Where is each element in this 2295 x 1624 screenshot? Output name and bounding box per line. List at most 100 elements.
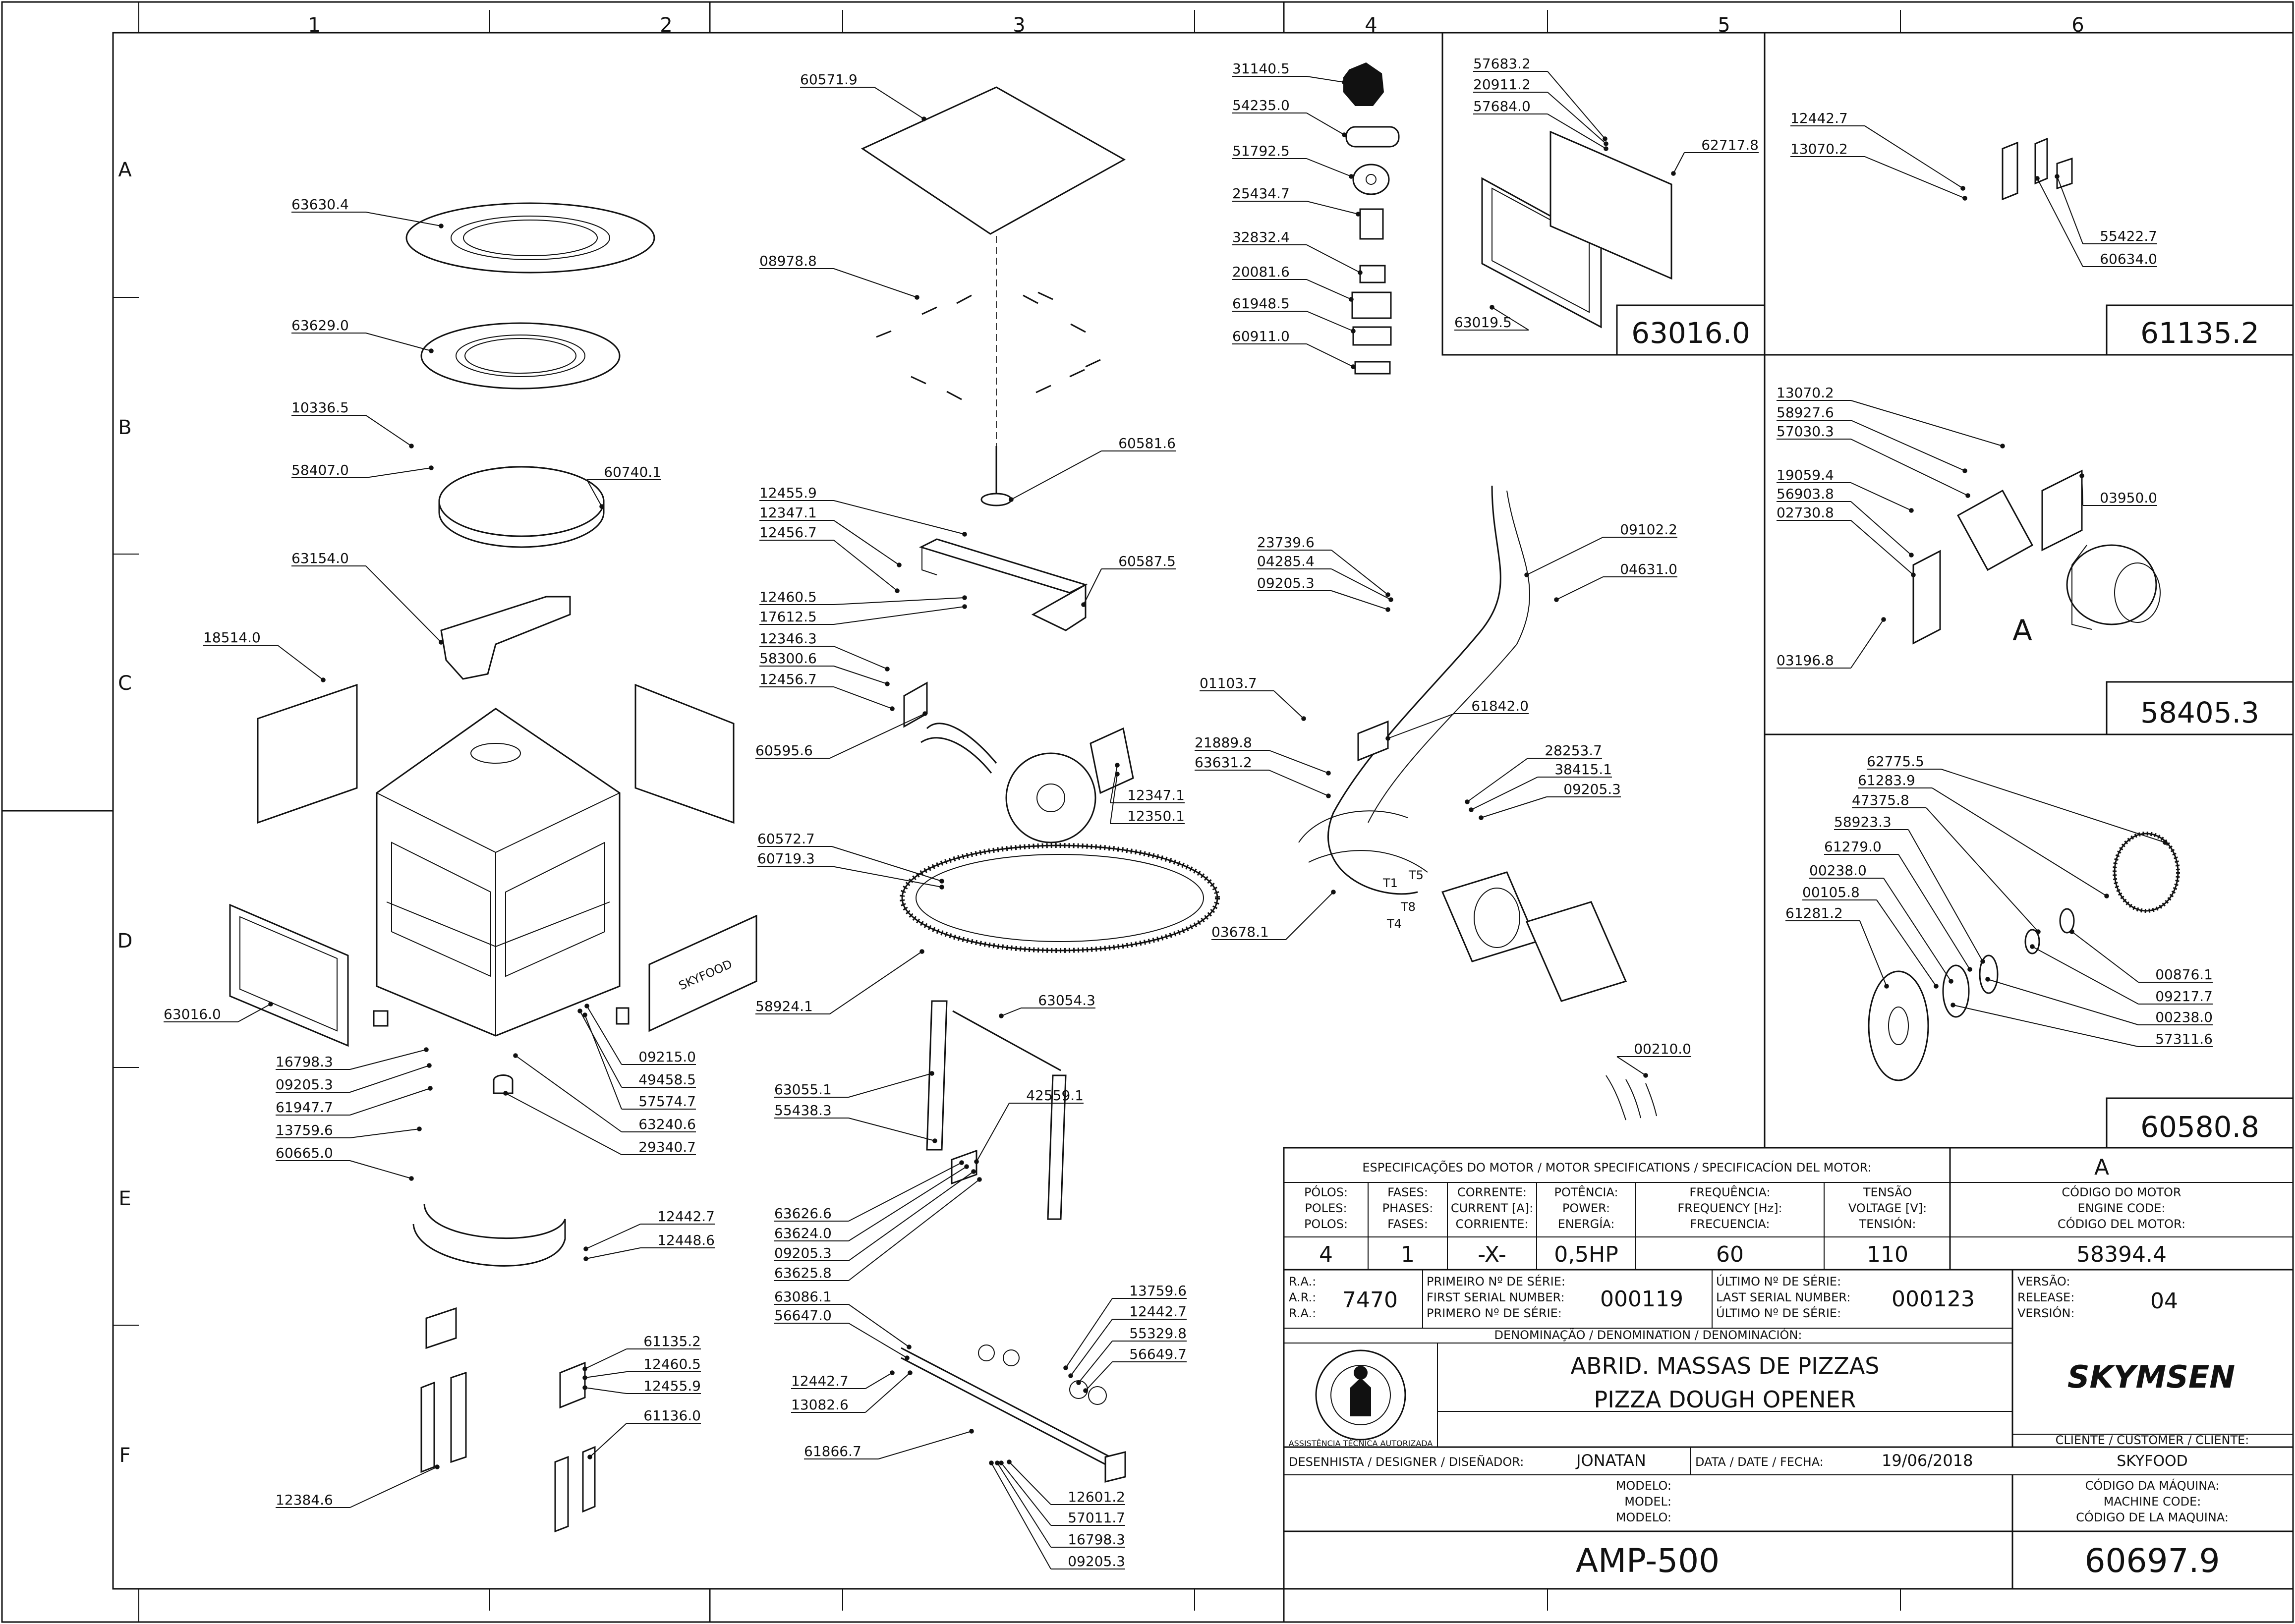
part-callout: 00210.0 xyxy=(1616,1041,1691,1078)
part-callout: 12347.1 xyxy=(1110,763,1185,803)
part-number-label: 09205.3 xyxy=(774,1245,832,1261)
motor-spec-heading: ESPECIFICAÇÕES DO MOTOR / MOTOR SPECIFIC… xyxy=(1362,1160,1871,1175)
part-callout: 63055.1 xyxy=(774,1071,934,1098)
part-callout: 55422.7 xyxy=(2055,174,2157,244)
part-callout: 23739.6 xyxy=(1257,534,1390,597)
current-label: CORRENTE: xyxy=(1457,1185,1527,1199)
phases-label: FASES: xyxy=(1387,1185,1428,1199)
part-callout: 63086.1 xyxy=(774,1288,912,1349)
zone-row-F: F xyxy=(119,1444,130,1467)
leader-line xyxy=(1083,1361,1113,1393)
part-number-label: 63626.6 xyxy=(774,1205,832,1222)
leader-line xyxy=(1306,343,1356,369)
part-number-label: 63054.3 xyxy=(1038,992,1095,1008)
leader-line xyxy=(833,686,895,711)
part-number-label: 12442.7 xyxy=(1129,1303,1187,1320)
leader-line xyxy=(2035,176,2083,267)
part-callout: 03950.0 xyxy=(2079,473,2157,506)
leader-line xyxy=(277,645,326,682)
part-number-label: 03196.8 xyxy=(1777,652,1834,669)
part-number-label: 61283.9 xyxy=(1858,772,1915,788)
part-callout: 63629.0 xyxy=(291,317,434,353)
part-callout: 57683.2 xyxy=(1473,56,1607,141)
part-number-label: 61866.7 xyxy=(804,1443,861,1459)
part-number-label: 12455.9 xyxy=(643,1378,701,1394)
part-number-label: 58927.6 xyxy=(1777,404,1834,421)
version-value: 04 xyxy=(2150,1288,2178,1314)
part-callout: 12448.6 xyxy=(583,1232,715,1261)
leader-line xyxy=(1306,279,1354,302)
part-number-label: 63019.5 xyxy=(1454,314,1512,331)
part-callout: 60719.3 xyxy=(757,850,944,890)
part-callout: 60581.6 xyxy=(1009,435,1176,502)
part-number-label: 12442.7 xyxy=(1790,110,1848,126)
leader-line xyxy=(833,520,902,567)
part-callout: 58407.0 xyxy=(291,462,434,478)
part-number-label: 12460.5 xyxy=(643,1356,701,1372)
phases-value: 1 xyxy=(1401,1242,1415,1267)
machine-code-label: MACHINE CODE: xyxy=(2104,1495,2201,1509)
part-callout: 13759.6 xyxy=(276,1122,422,1138)
part-number-label: 56903.8 xyxy=(1777,486,1834,502)
ra-label: A.R.: xyxy=(1289,1290,1316,1304)
version-label: VERSÃO: xyxy=(2017,1274,2070,1288)
part-callout: 13070.2 xyxy=(1790,141,1967,201)
leader-line xyxy=(1547,92,1608,146)
part-callout: 17612.5 xyxy=(759,604,967,625)
sub-assembly-gear-motor-code: 58405.3 xyxy=(2140,696,2259,729)
part-number-label: 60581.6 xyxy=(1118,435,1176,451)
leader-line xyxy=(833,595,967,605)
leader-line xyxy=(1331,590,1390,612)
part-callout: 03678.1 xyxy=(1211,890,1336,940)
part-number-label: 03950.0 xyxy=(2100,490,2157,506)
part-number-label: 12347.1 xyxy=(1127,787,1185,803)
part-number-label: 63631.2 xyxy=(1195,754,1252,771)
motor-terminal-labels: T5 T1 T8 T4 xyxy=(1382,868,1424,931)
leader-line xyxy=(349,1047,429,1070)
last-serial-label: ÚLTIMO Nº DE SÉRIE: xyxy=(1716,1274,1841,1288)
part-callout: 55329.8 xyxy=(1076,1325,1187,1385)
part-number-label: 63629.0 xyxy=(291,317,349,334)
sub-assembly-front-panel-code: 63016.0 xyxy=(1631,316,1750,350)
poles-value: 4 xyxy=(1319,1242,1333,1267)
power-label: POTÊNCIA: xyxy=(1554,1185,1618,1199)
part-callout: 13082.6 xyxy=(791,1370,913,1413)
leader-line xyxy=(349,1160,414,1181)
denomination-label: DENOMINAÇÃO / DENOMINATION / DENOMINACIÓ… xyxy=(1494,1327,1802,1342)
leader-line xyxy=(582,1348,627,1371)
machine-code-value: 60697.9 xyxy=(2085,1542,2220,1580)
leader-line xyxy=(1268,750,1331,776)
part-number-label: 60595.6 xyxy=(755,742,813,759)
leader-line xyxy=(1671,152,1685,176)
leader-line xyxy=(1850,520,1916,577)
part-callout: 57684.0 xyxy=(1473,98,1608,151)
part-callout: 55438.3 xyxy=(774,1102,937,1143)
leader-line xyxy=(1850,439,1970,498)
part-number-label: 63630.4 xyxy=(291,196,349,213)
part-number-label: 51792.5 xyxy=(1232,143,1290,159)
part-number-label: 61136.0 xyxy=(643,1407,701,1424)
part-callout: 63054.3 xyxy=(999,992,1095,1018)
leader-line xyxy=(1547,113,1608,151)
leader-line xyxy=(2030,944,2139,1005)
part-callout: 09205.3 xyxy=(774,1169,976,1261)
leader-line xyxy=(1926,807,2041,934)
machine-code-label: CÓDIGO DA MÁQUINA: xyxy=(2085,1478,2220,1493)
leader-line xyxy=(878,1429,974,1459)
motor-spec-marker: A xyxy=(2094,1155,2109,1180)
zone-column-2: 2 xyxy=(660,14,672,37)
leader-line xyxy=(1306,112,1347,137)
leader-line xyxy=(1479,796,1547,820)
part-number-label: 09205.3 xyxy=(1563,781,1621,797)
phases-label: PHASES: xyxy=(1382,1201,1434,1215)
leader-line xyxy=(865,1370,913,1413)
voltage-label: TENSÃO xyxy=(1863,1184,1912,1199)
voltage-label: TENSIÓN: xyxy=(1858,1216,1916,1231)
part-number-label: 58923.3 xyxy=(1834,814,1892,830)
part-callout: 10336.5 xyxy=(291,399,414,448)
part-number-label: 63086.1 xyxy=(774,1288,832,1305)
phases-label: FASES: xyxy=(1387,1217,1428,1231)
part-number-label: 01103.7 xyxy=(1200,675,1257,691)
leader-line xyxy=(365,415,414,448)
